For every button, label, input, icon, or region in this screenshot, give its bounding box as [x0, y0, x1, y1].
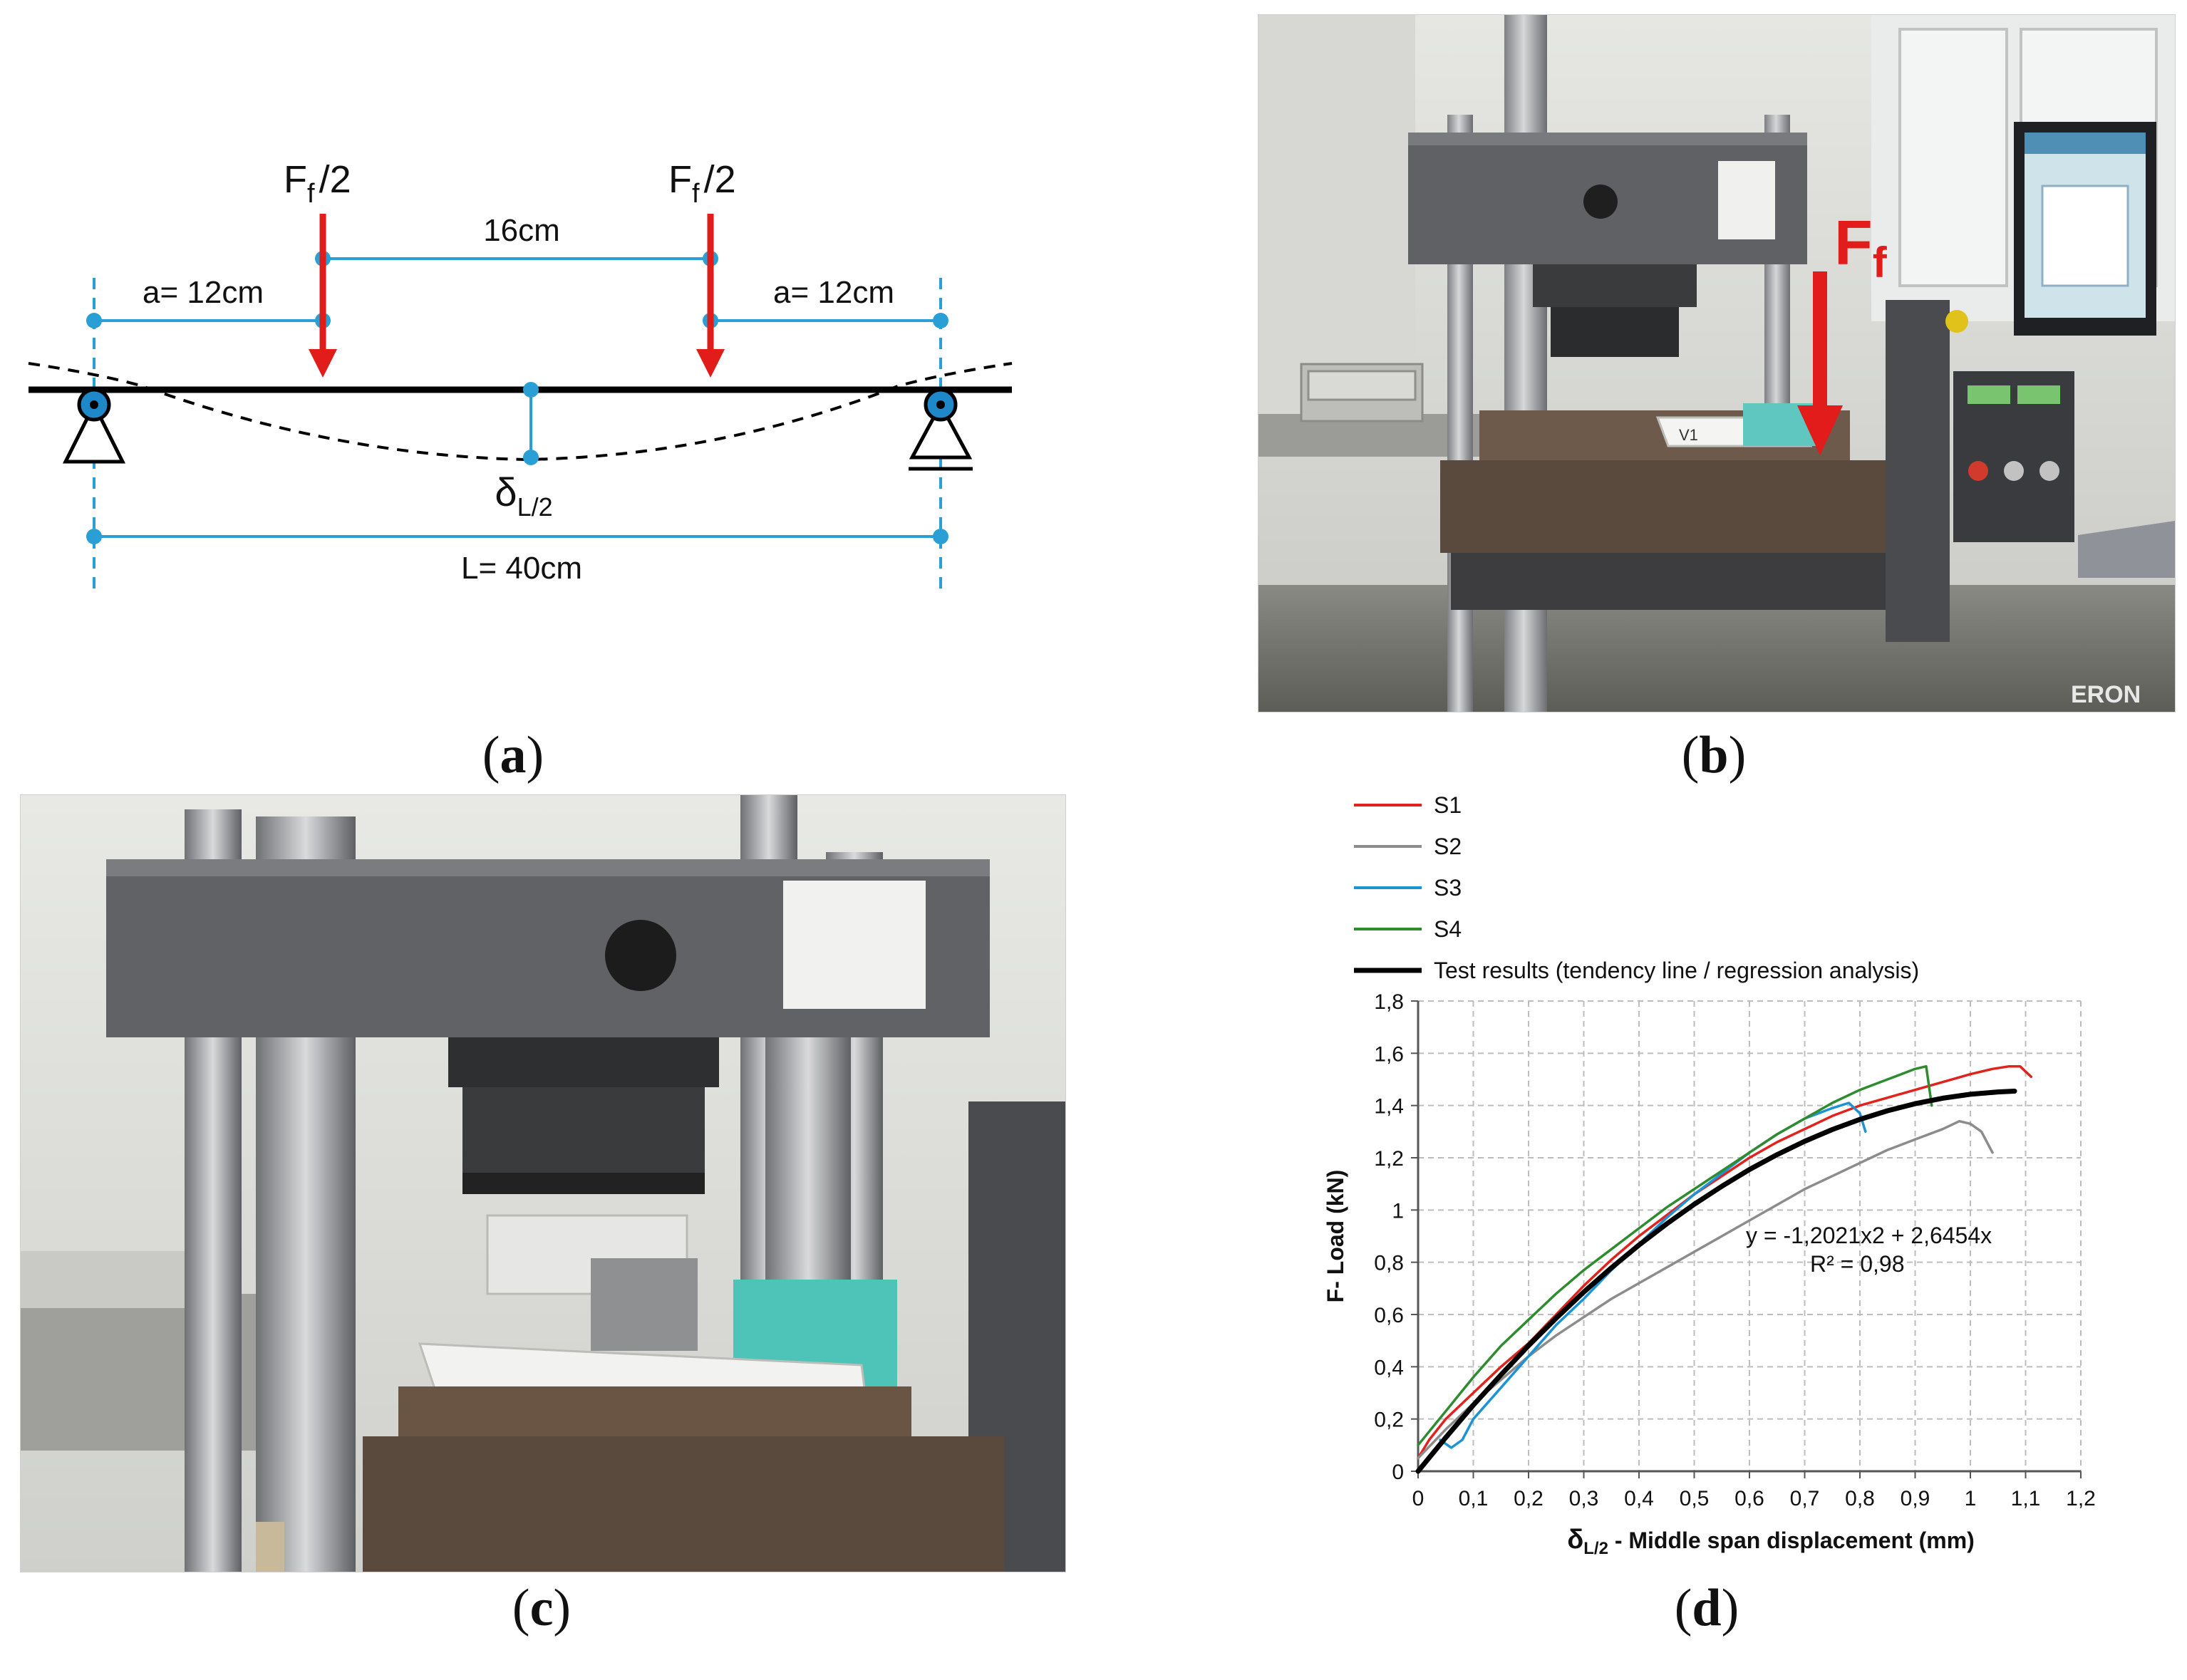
y-tick-label: 1,6 — [1374, 1042, 1404, 1066]
x-tick-label: 0,9 — [1901, 1487, 1930, 1510]
panel-a-beam-diagram: 16cm a= 12cm a= 12cm Ff/2 Ff/2 δL/2 — [14, 128, 1026, 613]
legend-label: Test results (tendency line / regression… — [1434, 958, 1919, 983]
x-tick-label: 1,1 — [2011, 1487, 2041, 1510]
legend-label: S2 — [1434, 834, 1462, 859]
photo-b-illustration: V1 ERON Ff — [1258, 15, 2175, 712]
chart-axes — [1411, 1000, 2082, 1478]
panel-c-photo: V1 — [20, 794, 1066, 1572]
series-line-s1 — [1417, 1064, 2033, 1460]
dimension-label-left: a= 12cm — [143, 275, 264, 310]
chart-series — [1415, 1064, 2033, 1474]
legend-label: S4 — [1434, 916, 1462, 942]
y-tick-label: 1,8 — [1374, 990, 1404, 1014]
series-line-s3 — [1439, 1101, 1867, 1449]
dimension-dot — [933, 529, 948, 544]
chart-labels: 0 0,1 0,2 0,3 0,4 0,5 0,6 0,7 0,8 0,9 1 1,1 1,2 0 0,2 0… — [1323, 990, 2096, 1558]
force-label-left: Ff/2 — [284, 158, 351, 209]
y-tick-label: 0,6 — [1374, 1304, 1404, 1327]
y-axis-label: F- Load (kN) — [1323, 1170, 1348, 1303]
force-label-b: Ff — [1834, 207, 1888, 286]
dimension-label-middle: 16cm — [483, 213, 560, 248]
y-tick-label: 0,2 — [1374, 1409, 1404, 1432]
deflected-shape — [28, 362, 1013, 462]
legend-label: S1 — [1434, 792, 1462, 818]
caption-b: (b) — [1681, 726, 1747, 784]
dimension-dot — [86, 313, 102, 328]
series-line-s2 — [1417, 1119, 1994, 1460]
panel-b-photo: V1 ERON Ff — [1258, 14, 2176, 712]
deflection-label: δL/2 — [495, 470, 552, 522]
left-support-pin — [62, 388, 126, 464]
y-tick-label: 0,8 — [1374, 1252, 1404, 1275]
caption-c: (c) — [512, 1579, 572, 1637]
beam-diagram-svg: 16cm a= 12cm a= 12cm Ff/2 Ff/2 δL/2 — [28, 158, 1013, 591]
photo-c-illustration: V1 — [21, 795, 1065, 1572]
dimension-label-span: L= 40cm — [461, 551, 582, 586]
x-tick-label: 0,2 — [1514, 1487, 1544, 1510]
sample-tag-b: V1 — [1679, 426, 1698, 444]
dimension-dot — [933, 313, 948, 328]
x-tick-label: 0,1 — [1459, 1487, 1489, 1510]
deflection-dot — [523, 450, 539, 465]
x-tick-label: 0,3 — [1569, 1487, 1599, 1510]
y-tick-label: 1,4 — [1374, 1095, 1404, 1119]
caption-a: (a) — [482, 726, 544, 784]
caption-d: (d) — [1674, 1579, 1739, 1637]
deflection-dot — [523, 382, 539, 398]
x-tick-label: 0,7 — [1790, 1487, 1820, 1510]
force-arrow-right-head — [696, 349, 725, 378]
force-arrow-left-head — [309, 349, 337, 378]
legend-label: S3 — [1434, 875, 1462, 901]
y-tick-label: 1,2 — [1374, 1147, 1404, 1171]
x-tick-label: 0,4 — [1624, 1487, 1654, 1510]
x-axis-label: δL/2 - Middle span displacement (mm) — [1567, 1525, 1975, 1558]
dimension-label-right: a= 12cm — [773, 275, 894, 310]
machine-plate: ERON — [2071, 681, 2141, 708]
y-tick-label: 1 — [1392, 1199, 1404, 1223]
x-tick-label: 1,2 — [2066, 1487, 2096, 1510]
series-line-s4 — [1417, 1064, 1933, 1447]
series-line-trend — [1415, 1089, 2017, 1474]
right-support-roller — [909, 388, 973, 471]
x-tick-label: 0,5 — [1680, 1487, 1710, 1510]
x-tick-label: 0,6 — [1734, 1487, 1764, 1510]
dimension-dot — [86, 529, 102, 544]
x-tick-label: 0,8 — [1845, 1487, 1875, 1510]
y-tick-label: 0,4 — [1374, 1356, 1404, 1379]
regression-equation: y = -1,2021x2 + 2,6454x — [1746, 1223, 1992, 1248]
y-tick-label: 0 — [1392, 1461, 1404, 1484]
force-arrow-b-head — [1797, 405, 1843, 455]
force-label-right: Ff/2 — [668, 158, 736, 209]
regression-r-squared: R² = 0,98 — [1810, 1251, 1905, 1277]
x-tick-label: 1 — [1965, 1487, 1977, 1510]
x-tick-label: 0 — [1412, 1487, 1425, 1510]
